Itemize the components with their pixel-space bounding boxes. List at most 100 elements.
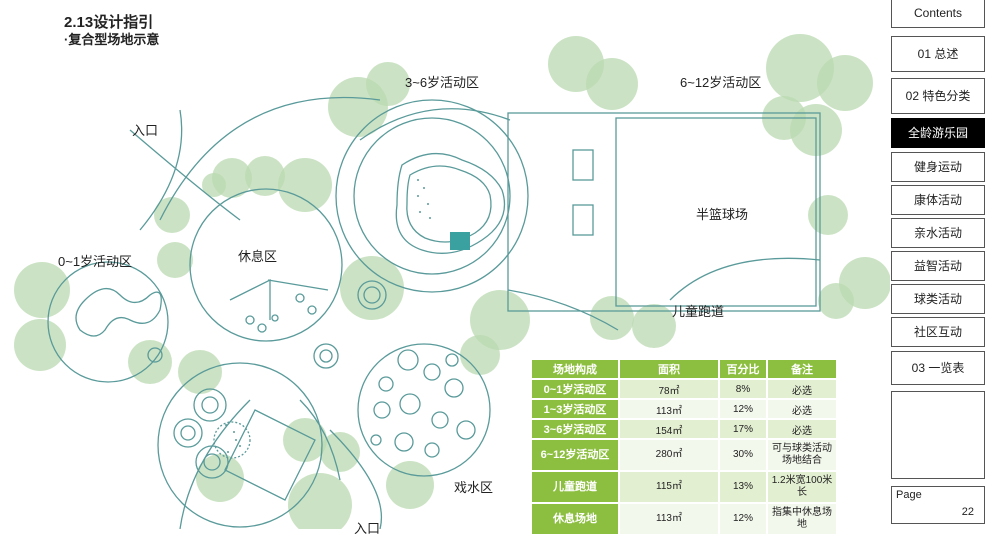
- tree: [460, 335, 500, 375]
- play-path-0-1: [75, 288, 162, 337]
- table-cell-name: 1~3岁活动区: [532, 400, 618, 418]
- table-row: 休息场地 113㎡ 12% 指集中休息场地: [532, 504, 836, 534]
- table-cell-name: 6~12岁活动区: [532, 440, 618, 470]
- nav-blank-box: [891, 391, 985, 479]
- table-cell-percent: 17%: [720, 420, 766, 438]
- table-row: 1~3岁活动区 113㎡ 12% 必选: [532, 400, 836, 418]
- tree: [366, 62, 410, 106]
- nav-overview[interactable]: 01 总述: [891, 36, 985, 72]
- zone-0-1-label: 0~1岁活动区: [58, 254, 133, 269]
- table-cell-note: 1.2米宽100米长: [768, 472, 836, 502]
- table-row: 6~12岁活动区 280㎡ 30% 可与球类活动场地结合: [532, 440, 836, 470]
- area-table: 场地构成 面积 百分比 备注 0~1岁活动区 78㎡ 8% 必选 1~3岁活动区…: [530, 358, 838, 536]
- tree: [817, 55, 873, 111]
- table-cell-name: 儿童跑道: [532, 472, 618, 502]
- table-header: 面积: [620, 360, 718, 378]
- table-cell-name: 3~6岁活动区: [532, 420, 618, 438]
- tree: [202, 173, 226, 197]
- table-cell-note: 必选: [768, 420, 836, 438]
- nav-wellness[interactable]: 康体活动: [891, 185, 985, 215]
- nav-summary-table[interactable]: 03 一览表: [891, 351, 985, 385]
- table-cell-name: 休息场地: [532, 504, 618, 534]
- table-header-row: 场地构成 面积 百分比 备注: [532, 360, 836, 378]
- tree: [14, 319, 66, 371]
- tree: [386, 461, 434, 509]
- tree: [154, 197, 190, 233]
- table-cell-area: 154㎡: [620, 420, 718, 438]
- zone-3-6-label: 3~6岁活动区: [405, 75, 480, 90]
- stipple: [225, 179, 431, 453]
- table-row: 0~1岁活动区 78㎡ 8% 必选: [532, 380, 836, 398]
- table-cell-area: 115㎡: [620, 472, 718, 502]
- running-track: [129, 96, 619, 529]
- tree: [590, 296, 634, 340]
- zone-6-12-boundary: [507, 112, 821, 312]
- table-header: 百分比: [720, 360, 766, 378]
- plan-lines: [47, 96, 821, 529]
- nav-ball-games[interactable]: 球类活动: [891, 284, 985, 314]
- nav-contents[interactable]: Contents: [891, 0, 985, 28]
- tree: [808, 195, 848, 235]
- zone-0-1-boundary: [47, 261, 169, 383]
- table-cell-note: 必选: [768, 380, 836, 398]
- running-track-label: 儿童跑道: [672, 304, 725, 319]
- table-cell-area: 113㎡: [620, 400, 718, 418]
- table-cell-percent: 13%: [720, 472, 766, 502]
- tree: [196, 454, 244, 502]
- page-title-block: 2.13设计指引 ·复合型场地示意: [64, 14, 159, 48]
- nav-all-age-playground[interactable]: 全龄游乐园: [891, 118, 985, 148]
- tree-canopies: [14, 34, 890, 529]
- tree: [340, 256, 404, 320]
- table-row: 儿童跑道 115㎡ 13% 1.2米宽100米长: [532, 472, 836, 502]
- nav-community[interactable]: 社区互动: [891, 317, 985, 347]
- table-cell-percent: 30%: [720, 440, 766, 470]
- page-subtitle: ·复合型场地示意: [64, 32, 160, 47]
- tree: [178, 350, 222, 394]
- zone-6-12-label: 6~12岁活动区: [680, 75, 762, 90]
- zone-water-boundary: [357, 343, 491, 477]
- tree: [632, 304, 676, 348]
- table-header: 场地构成: [532, 360, 618, 378]
- tree: [586, 58, 638, 110]
- tree: [245, 156, 285, 196]
- tree: [320, 432, 360, 472]
- nav-puzzle-activities[interactable]: 益智活动: [891, 251, 985, 281]
- table-cell-note: 指集中休息场地: [768, 504, 836, 534]
- page-indicator: Page 22: [891, 486, 985, 524]
- basketball-court: [615, 117, 817, 307]
- page-number: 22: [961, 506, 974, 518]
- tree: [157, 242, 193, 278]
- table-cell-percent: 8%: [720, 380, 766, 398]
- tree: [128, 340, 172, 384]
- tree: [818, 283, 854, 319]
- table-header: 备注: [768, 360, 836, 378]
- entrance-label: 入口: [132, 123, 159, 138]
- zone-rest-boundary: [189, 188, 343, 342]
- table-cell-name: 0~1岁活动区: [532, 380, 618, 398]
- table-cell-note: 必选: [768, 400, 836, 418]
- table-cell-percent: 12%: [720, 400, 766, 418]
- table-cell-area: 113㎡: [620, 504, 718, 534]
- tree: [288, 473, 352, 529]
- nav-fitness[interactable]: 健身运动: [891, 152, 985, 182]
- tree: [766, 34, 834, 102]
- nav-feature-categories[interactable]: 02 特色分类: [891, 78, 985, 114]
- site-plan: [14, 34, 890, 529]
- table-cell-area: 78㎡: [620, 380, 718, 398]
- zone-3-6-boundary: [335, 99, 529, 293]
- table-cell-area: 280㎡: [620, 440, 718, 470]
- entrance-label-bottom: 入口: [354, 521, 381, 536]
- table-row: 3~6岁活动区 154㎡ 17% 必选: [532, 420, 836, 438]
- water-zone-label: 戏水区: [454, 480, 494, 495]
- zone-rest-label: 休息区: [238, 249, 278, 264]
- zone-1-3-boundary: [157, 362, 323, 528]
- basketball-court-label: 半篮球场: [696, 207, 749, 222]
- nav-water-activities[interactable]: 亲水活动: [891, 218, 985, 248]
- tree: [278, 158, 332, 212]
- table-cell-percent: 12%: [720, 504, 766, 534]
- tree: [470, 290, 530, 350]
- tree: [14, 262, 70, 318]
- table-cell-note: 可与球类活动场地结合: [768, 440, 836, 470]
- page-title: 2.13设计指引: [64, 14, 154, 31]
- page-label: Page: [896, 489, 922, 501]
